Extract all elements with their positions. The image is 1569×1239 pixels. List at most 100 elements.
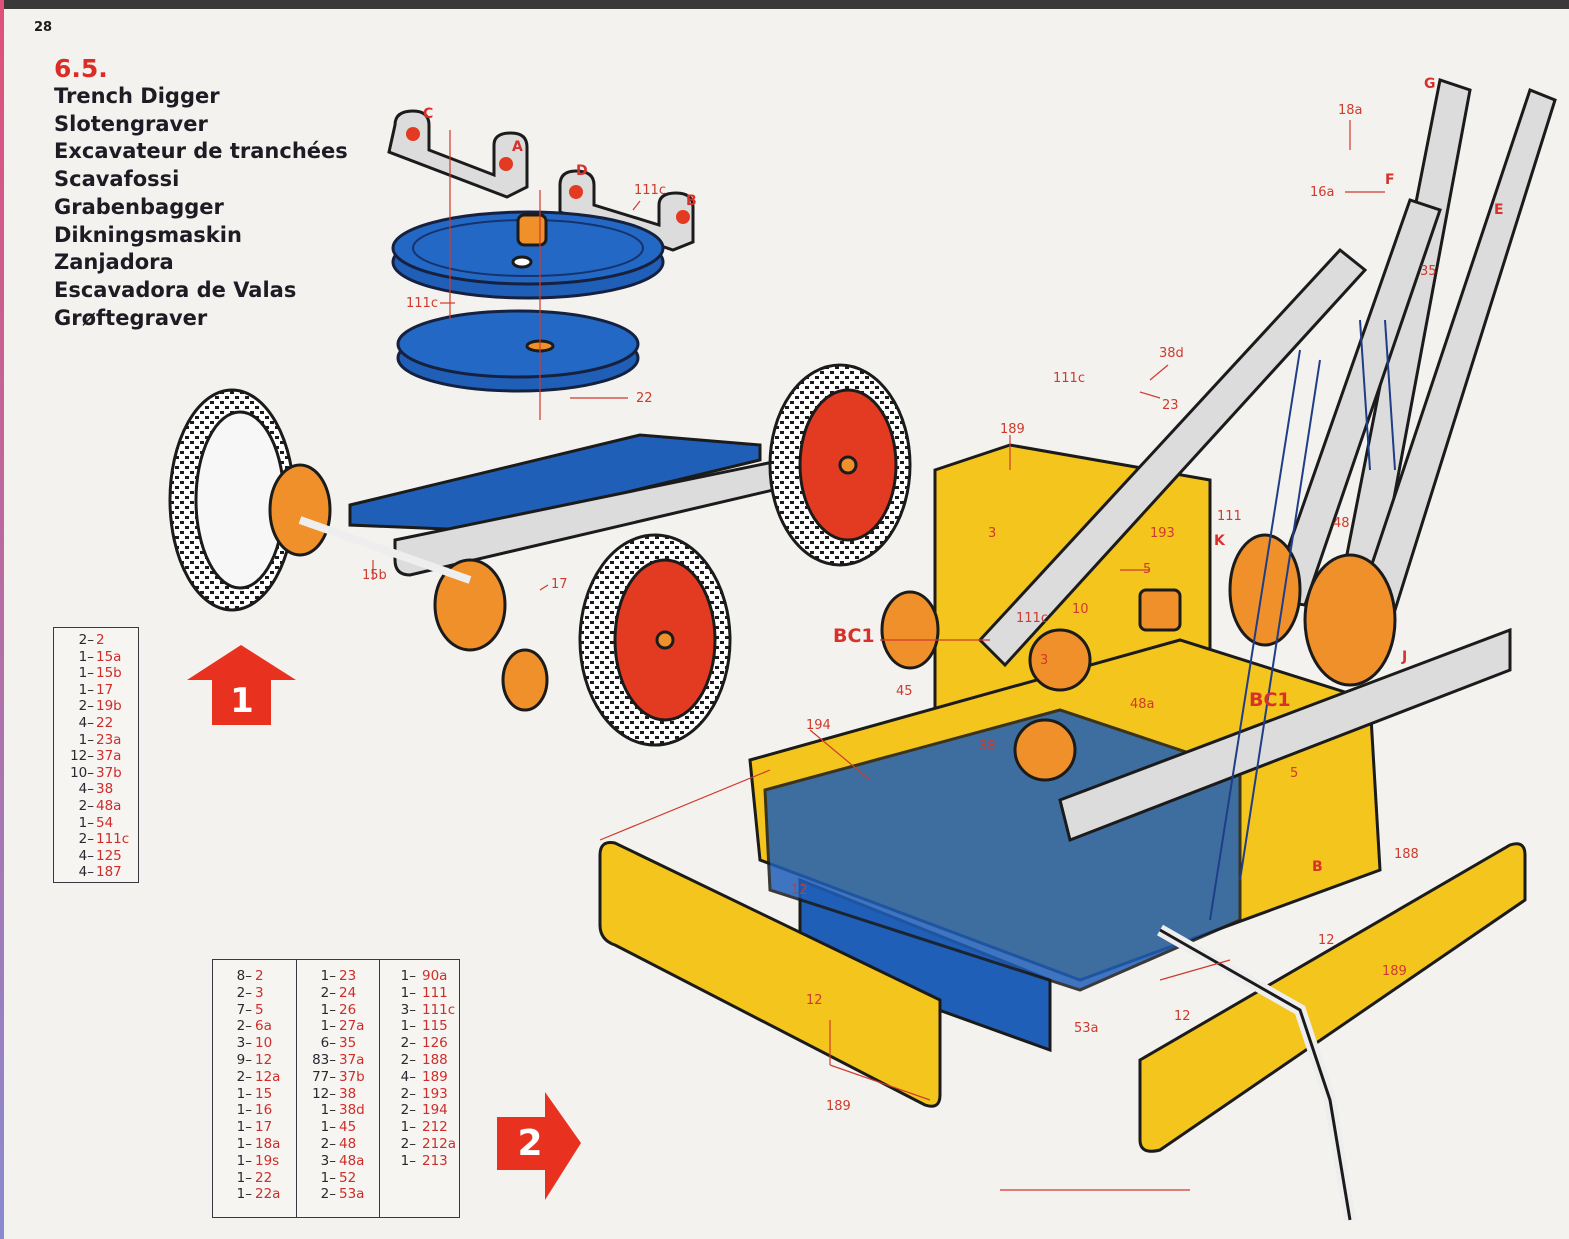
part-quantity: 1– bbox=[78, 648, 94, 665]
parts-list-row: 2–19b bbox=[54, 698, 138, 715]
stage2-leader-lines bbox=[599, 120, 1385, 1191]
part-quantity: 1– bbox=[320, 1119, 336, 1136]
cord bbox=[1209, 319, 1396, 921]
part-quantity: 2– bbox=[400, 1052, 416, 1068]
model-name-de: Grabenbagger bbox=[54, 194, 224, 219]
gears-and-pulleys bbox=[880, 533, 1397, 782]
callout-stage1-15b: 15b bbox=[362, 568, 387, 583]
part-number: 38 bbox=[339, 1085, 357, 1102]
part-number: 189 bbox=[422, 1068, 448, 1085]
part-quantity: 1– bbox=[236, 1136, 252, 1152]
flanged-plate-blue bbox=[348, 433, 882, 577]
part-number: 3 bbox=[255, 984, 264, 1001]
part-quantity: 4– bbox=[78, 847, 94, 864]
parts-list-row: 1–54 bbox=[54, 815, 138, 832]
part-quantity: 4– bbox=[400, 1068, 416, 1085]
wheel-left bbox=[168, 388, 332, 612]
part-number: 22 bbox=[255, 1169, 273, 1186]
callout-stage1-111c-mid: 111c bbox=[406, 296, 438, 311]
callout-23: 23 bbox=[1162, 398, 1179, 413]
part-quantity: 8– bbox=[236, 968, 252, 984]
parts-list-row: 1–26 bbox=[297, 1002, 380, 1019]
parts-list-row: 12–38 bbox=[297, 1086, 380, 1103]
pulley-orange-front bbox=[298, 516, 549, 712]
part-number: 19b bbox=[96, 698, 122, 715]
part-quantity: 1– bbox=[320, 1102, 336, 1119]
parts-list-row: 2– 193 bbox=[380, 1086, 460, 1103]
part-quantity: 4– bbox=[78, 781, 94, 798]
parts-list-row: 1–115 bbox=[380, 1018, 460, 1035]
part-quantity: 2– bbox=[400, 1102, 416, 1119]
model-title-block: 6.5. Trench Digger Slotengraver Excavate… bbox=[54, 55, 348, 332]
part-quantity: 3– bbox=[400, 1001, 416, 1018]
part-quantity: 1– bbox=[78, 665, 94, 682]
part-number: 16 bbox=[255, 1102, 273, 1119]
part-quantity: 1– bbox=[400, 1018, 416, 1035]
part-quantity: 1– bbox=[320, 1018, 336, 1035]
part-quantity: 2– bbox=[236, 1018, 252, 1035]
part-quantity: 4– bbox=[78, 715, 94, 731]
model-name-es: Zanjadora bbox=[54, 250, 174, 275]
parts-list-row: 2–48a bbox=[54, 798, 138, 815]
part-quantity: 77– bbox=[312, 1068, 336, 1085]
part-number: 111c bbox=[422, 1001, 456, 1018]
part-quantity: 3– bbox=[236, 1035, 252, 1052]
parts-list-row: 2–6a bbox=[213, 1018, 296, 1035]
callout-stage1-22: 22 bbox=[636, 391, 653, 406]
part-number: 212a bbox=[422, 1136, 457, 1152]
parts-list-row: 1–16 bbox=[213, 1102, 296, 1119]
model-name-fr: Excavateur de tranchées bbox=[54, 139, 348, 164]
flanged-pulley-upper bbox=[391, 210, 665, 300]
callout-stage1-c: C bbox=[423, 106, 434, 122]
model-name-nl: Slotengraver bbox=[54, 111, 208, 136]
part-quantity: 1– bbox=[400, 984, 416, 1001]
part-number: 45 bbox=[339, 1119, 357, 1136]
parts-list-row: 2–48 bbox=[297, 1136, 380, 1153]
part-number: 22 bbox=[96, 715, 114, 731]
part-quantity: 2– bbox=[320, 1136, 336, 1152]
callout-b: B bbox=[1312, 859, 1323, 875]
part-number: 12 bbox=[255, 1052, 273, 1068]
part-number: 48a bbox=[96, 798, 122, 814]
callout-18a: 18a bbox=[1338, 103, 1363, 118]
part-quantity: 83– bbox=[312, 1052, 336, 1068]
part-quantity: 1– bbox=[236, 1119, 252, 1136]
part-number: 17 bbox=[96, 681, 114, 698]
parts-list-row: 2–188 bbox=[380, 1052, 460, 1069]
callout-stage1-111c-top: 111c bbox=[634, 183, 666, 198]
part-quantity: 1– bbox=[320, 1001, 336, 1018]
part-number: 38d bbox=[339, 1102, 365, 1119]
callout-189-bottom: 189 bbox=[826, 1099, 851, 1114]
parts-list-row: 3– 111c bbox=[380, 1002, 460, 1019]
step-1-label: 1 bbox=[230, 681, 254, 721]
callout-111c: 111c bbox=[1053, 371, 1085, 386]
callout-193: 193 bbox=[1150, 526, 1175, 541]
parts-list-row: 2–126 bbox=[380, 1035, 460, 1052]
part-quantity: 1– bbox=[320, 1169, 336, 1186]
part-number: 193 bbox=[422, 1085, 448, 1102]
part-quantity: 1– bbox=[78, 681, 94, 698]
parts-list-row: 4–38 bbox=[54, 781, 138, 798]
part-number: 54 bbox=[96, 814, 114, 831]
part-quantity: 2– bbox=[400, 1085, 416, 1102]
wheel-right-rear bbox=[768, 363, 912, 567]
part-number: 19s bbox=[255, 1152, 280, 1169]
parts-list-row: 2–24 bbox=[297, 985, 380, 1002]
part-number: 213 bbox=[422, 1152, 448, 1169]
part-number: 111 bbox=[422, 984, 448, 1001]
callout-111c-b: 111c bbox=[1016, 611, 1048, 626]
parts-list-row: 1–27a bbox=[297, 1018, 380, 1035]
part-number: 15b bbox=[96, 665, 122, 682]
callout-12-c: 12 bbox=[1174, 1009, 1191, 1024]
part-number: 52 bbox=[339, 1169, 357, 1186]
callout-stage1-b: B bbox=[686, 193, 697, 209]
part-quantity: 1– bbox=[236, 1152, 252, 1169]
step-2-label: 2 bbox=[517, 1123, 543, 1164]
parts-list-row: 1–38d bbox=[297, 1102, 380, 1119]
parts-list-row: 1–15a bbox=[54, 649, 138, 666]
